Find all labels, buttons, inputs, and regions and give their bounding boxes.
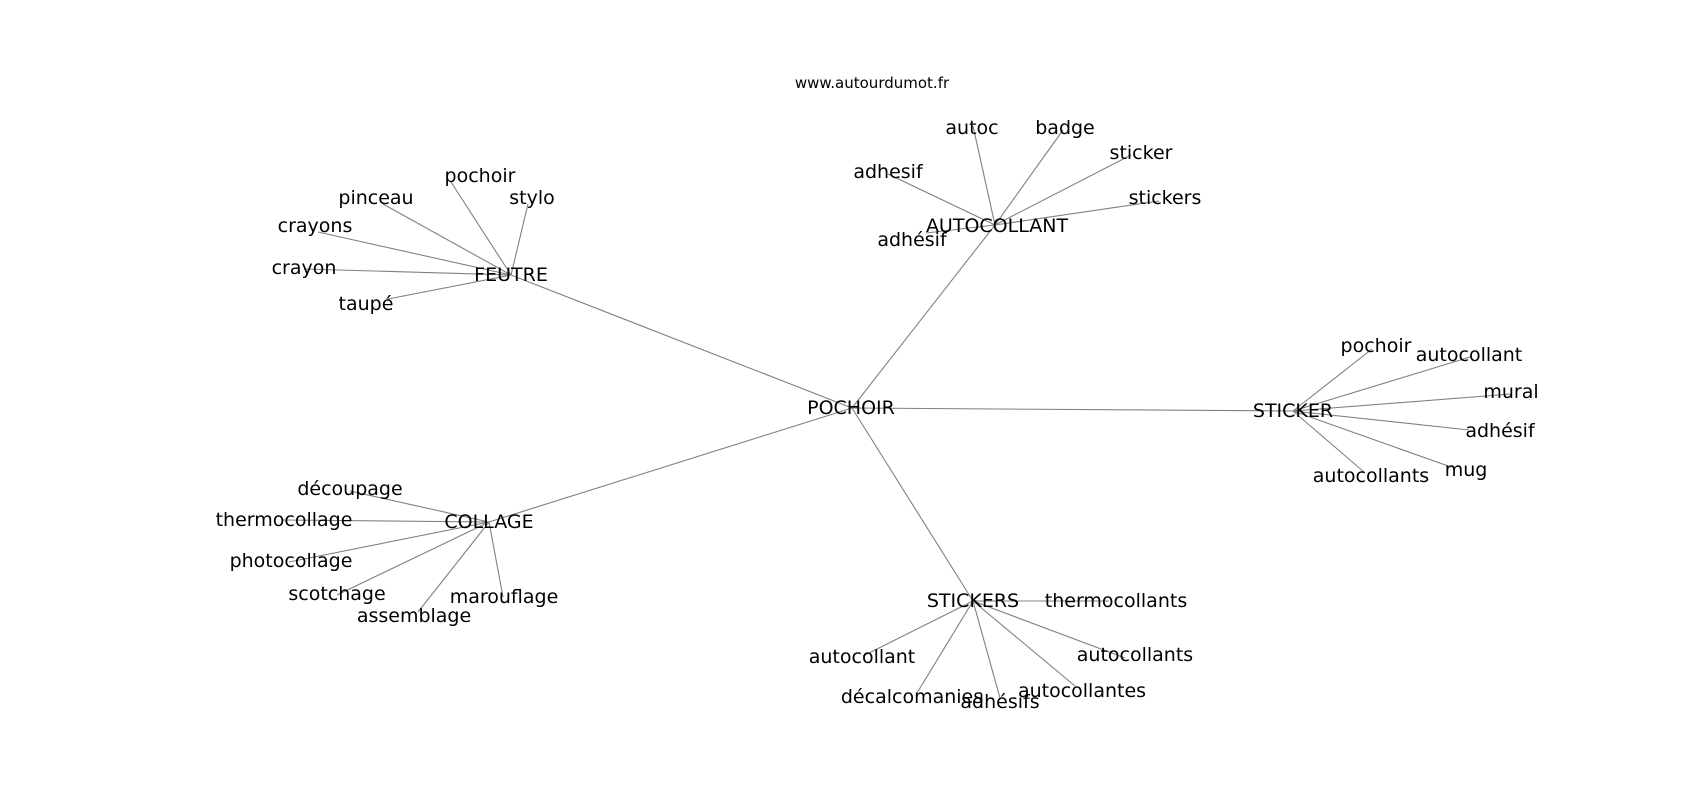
branch-node-label-stickers: STICKERS [927,590,1019,612]
leaf-node-label: pochoir [1341,335,1412,357]
edge-feutre-to-1 [450,181,512,276]
leaf-node-label: autoc [945,117,998,139]
leaf-node-label: autocollants [1313,465,1429,487]
branch-node-label-collage: COLLAGE [444,511,533,533]
leaf-node-label: autocollant [809,646,916,668]
edge-collage-to-6 [488,521,504,598]
leaf-node-label: photocollage [230,550,353,572]
edges-layer [282,125,1512,699]
edge-collage-to-4 [336,521,490,596]
edge-sticker-to-6 [1292,410,1365,473]
leaf-node-label: mural [1483,381,1538,403]
leaf-node-label: adhesif [853,161,924,183]
leaf-node-label: thermocollants [1045,590,1187,612]
edge-feutre-to-4 [317,231,512,276]
labels-layer: www.autourdumot.fr POCHOIRFEUTREpochoirs… [216,74,1539,713]
edge-sticker-to-3 [1292,393,1512,412]
leaf-node-label: taupé [339,293,394,315]
edge-root-to-sticker [851,407,1294,412]
edge-feutre-to-2 [510,203,529,276]
edge-collage-to-5 [417,521,490,613]
edge-feutre-to-6 [387,274,512,300]
leaf-node-label: assemblage [357,605,471,627]
edge-root-to-autocollant [851,224,996,409]
leaf-node-label: crayon [272,257,337,279]
edge-autocollant-to-5 [887,173,996,226]
leaf-node-label: mug [1445,459,1488,481]
leaf-node-label: scotchage [288,583,385,605]
leaf-node-label: pinceau [338,187,413,209]
edge-sticker-to-2 [1292,356,1471,412]
source-text: www.autourdumot.fr [795,74,950,92]
branch-node-label-feutre: FEUTRE [474,264,548,286]
leaf-node-label: thermocollage [216,509,353,531]
edge-stickers-to-4 [972,600,1001,699]
edge-stickers-to-6 [862,600,974,657]
leaf-node-label: badge [1035,117,1095,139]
edge-sticker-to-5 [1292,410,1452,468]
leaf-node-label: autocollants [1077,644,1193,666]
leaf-node-label: autocollant [1416,344,1523,366]
edge-sticker-to-1 [1292,348,1373,412]
root-node-label: POCHOIR [807,397,895,419]
edge-feutre-to-3 [382,203,512,276]
edge-collage-to-3 [288,521,490,563]
leaf-node-label: adhésif [877,229,948,251]
edge-root-to-feutre [510,274,853,409]
edge-autocollant-to-2 [994,129,1064,226]
edge-autocollant-to-4 [994,200,1160,226]
leaf-node-label: stickers [1129,187,1202,209]
leaf-node-label: autocollantes [1018,680,1146,702]
leaf-node-label: crayons [278,215,353,237]
leaf-node-label: stylo [509,187,555,209]
leaf-node-label: adhésif [1465,420,1536,442]
edge-collage-to-1 [349,490,490,523]
edge-autocollant-to-3 [994,154,1132,226]
edge-root-to-stickers [851,407,974,602]
leaf-node-label: décalcomanies [841,686,983,708]
edge-feutre-to-5 [303,268,512,276]
leaf-node-label: sticker [1110,142,1173,164]
edge-root-to-collage [488,407,853,523]
edge-collage-to-2 [282,519,490,523]
branch-node-label-autocollant: AUTOCOLLANT [926,215,1069,237]
edge-stickers-to-5 [916,600,974,694]
leaf-node-label: pochoir [445,165,516,187]
leaf-node-label: adhésifs [960,691,1039,713]
edge-sticker-to-4 [1292,410,1470,431]
leaf-node-label: découpage [297,478,402,500]
branch-node-label-sticker: STICKER [1253,400,1333,422]
edge-autocollant-to-1 [972,125,996,226]
leaf-node-label: marouflage [450,586,559,608]
edge-stickers-to-3 [972,600,1076,687]
edge-autocollant-to-6 [925,224,996,234]
edge-stickers-to-2 [972,600,1126,659]
